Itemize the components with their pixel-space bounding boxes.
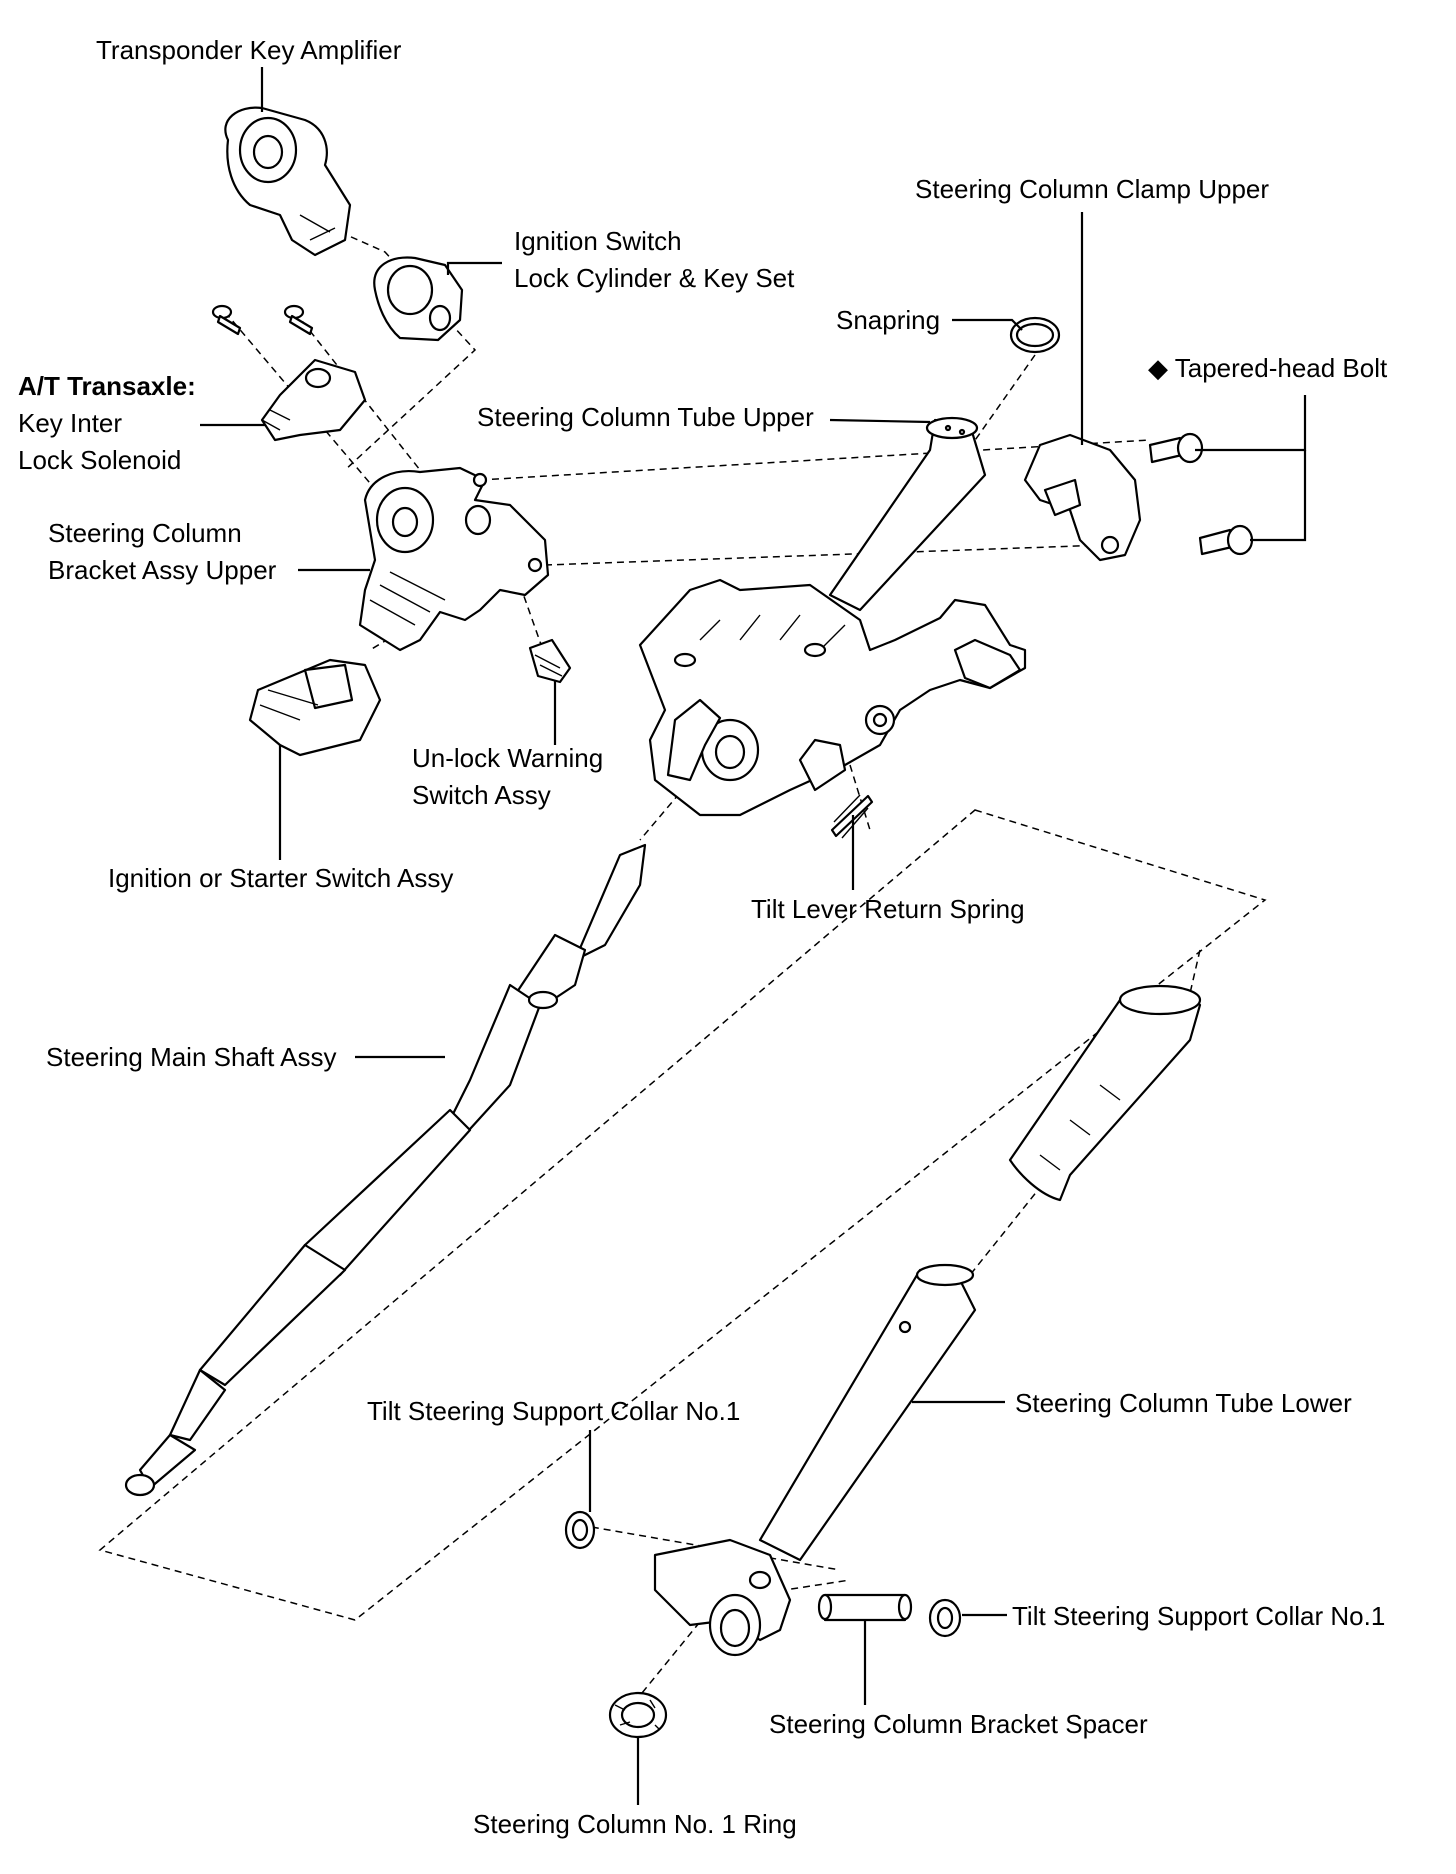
- label-line: Key Inter: [18, 408, 123, 438]
- steering-main-shaft-part: [124, 843, 647, 1497]
- label-ignition-starter-switch-assy: Ignition or Starter Switch Assy: [108, 863, 454, 893]
- label-at-transaxle-heading: A/T Transaxle:: [18, 371, 196, 401]
- ignition-lock-cylinder-part: [373, 256, 464, 342]
- label-unlock-warning-switch-assy: Un-lock Warning Switch Assy: [412, 740, 603, 814]
- label-steering-column-bracket-assy-upper: Steering Column Bracket Assy Upper: [48, 515, 276, 589]
- screws-part: [211, 304, 314, 336]
- label-steering-column-tube-upper: Steering Column Tube Upper: [477, 402, 814, 432]
- label-tilt-support-collar-right: Tilt Steering Support Collar No.1: [1012, 1601, 1386, 1631]
- label-tilt-lever-return-spring: Tilt Lever Return Spring: [751, 894, 1025, 924]
- label-snapring: Snapring: [836, 305, 941, 335]
- label-line: Ignition Switch: [514, 226, 682, 256]
- ignition-starter-switch-part: [248, 658, 382, 757]
- column-cover-part: [1008, 984, 1202, 1202]
- steering-column-tube-lower-part: [653, 1263, 977, 1657]
- label-steering-column-no1-ring: Steering Column No. 1 Ring: [473, 1809, 797, 1839]
- leader-lines: [200, 67, 1307, 1805]
- label-ignition-switch-lock-cylinder: Ignition Switch Lock Cylinder & Key Set: [514, 223, 794, 297]
- transponder-key-amplifier-part: [224, 106, 352, 257]
- label-tilt-support-collar-left: Tilt Steering Support Collar No.1: [367, 1396, 741, 1426]
- label-transponder-key-amplifier: Transponder Key Amplifier: [96, 35, 402, 65]
- label-line: Lock Solenoid: [18, 445, 182, 475]
- steering-column-tube-upper-part: [828, 416, 987, 612]
- collars-spacer-ring-part: [564, 1510, 962, 1739]
- label-line: Lock Cylinder & Key Set: [514, 263, 795, 293]
- label-key-interlock-solenoid: A/T Transaxle: Key Inter Lock Solenoid: [18, 368, 196, 479]
- steering-column-bracket-upper-part: [358, 466, 550, 652]
- tilt-bracket-body-part: [638, 578, 1027, 817]
- key-interlock-solenoid-part: [260, 358, 367, 442]
- label-line: Un-lock Warning: [412, 743, 604, 773]
- label-tapered-head-bolt: ◆ Tapered-head Bolt: [1148, 353, 1388, 383]
- label-line: Switch Assy: [412, 780, 551, 810]
- unlock-warning-switch-part: [528, 638, 572, 684]
- label-steering-column-bracket-spacer: Steering Column Bracket Spacer: [769, 1709, 1148, 1739]
- steering-column-clamp-upper-part: [1023, 433, 1142, 562]
- label-line: Steering Column: [48, 518, 242, 548]
- label-steering-main-shaft-assy: Steering Main Shaft Assy: [46, 1042, 337, 1072]
- label-steering-column-clamp-upper: Steering Column Clamp Upper: [915, 174, 1270, 204]
- snapring-part: [1009, 316, 1061, 354]
- label-steering-column-tube-lower: Steering Column Tube Lower: [1015, 1388, 1352, 1418]
- label-line: Bracket Assy Upper: [48, 555, 277, 585]
- tapered-head-bolts-part: [1148, 432, 1254, 556]
